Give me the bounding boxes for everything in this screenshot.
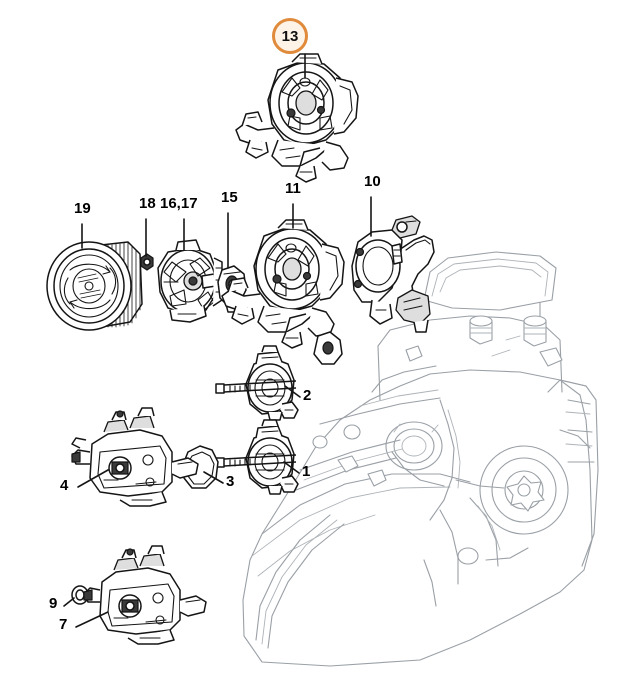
part-10-art (351, 215, 435, 333)
callout-label-15: 15 (221, 189, 238, 206)
callout-label-19: 19 (74, 200, 91, 217)
callout-label-4: 4 (60, 477, 69, 494)
callout-label-11: 11 (285, 180, 301, 197)
callout-label-18: 18 (139, 195, 156, 212)
leader-2 (284, 385, 301, 398)
leader-4 (77, 469, 109, 488)
part-18-art (140, 253, 154, 271)
part-2-art (215, 345, 299, 421)
leader-3 (203, 471, 224, 484)
part-19-art (46, 241, 143, 331)
highlighted-callout-13[interactable]: 13 (272, 18, 308, 54)
callout-label-10: 10 (364, 173, 381, 190)
callout-label-2: 2 (303, 387, 312, 404)
callout-label-3: 3 (226, 473, 235, 490)
callout-label-16-17: 16,17 (160, 195, 198, 212)
part-7-art (83, 545, 207, 645)
callout-label-7: 7 (59, 616, 68, 633)
part-11-art (221, 219, 345, 365)
leader-lines (63, 53, 372, 628)
part-13-art (235, 53, 359, 183)
leader-7 (75, 611, 109, 628)
chainsaw-body-art (242, 251, 599, 667)
part-4-art (71, 407, 199, 507)
callout-label-9: 9 (49, 595, 58, 612)
part-16-17-art (157, 239, 223, 323)
leader-9 (63, 597, 75, 607)
callout-label-1: 1 (302, 463, 311, 480)
leader-1 (283, 461, 300, 474)
